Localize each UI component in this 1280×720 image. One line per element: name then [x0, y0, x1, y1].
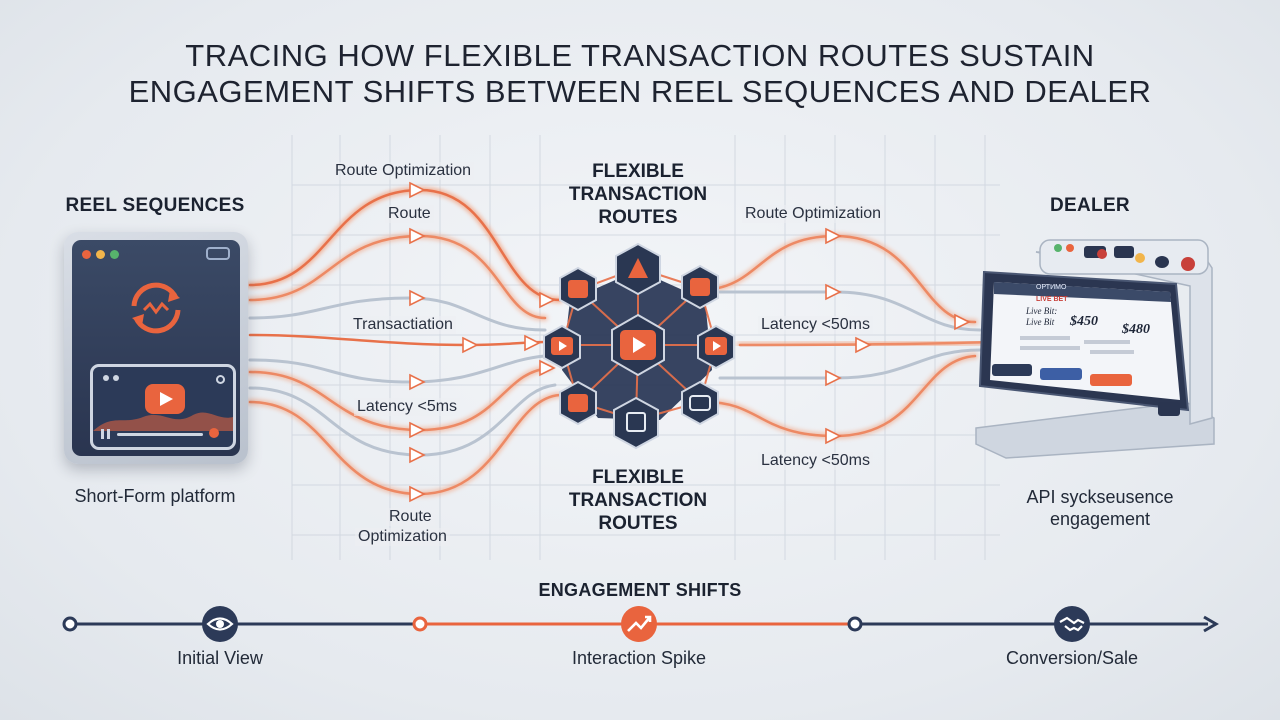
flow-label-right-route-optimization: Route Optimization	[742, 205, 885, 223]
hub-node-top[interactable]	[615, 242, 661, 296]
hub-label-bottom: FLEXIBLE TRANSACTION ROUTES	[528, 466, 748, 535]
dealer-kiosk	[975, 239, 1215, 459]
kiosk-line-3	[1084, 340, 1130, 344]
hub-node-right[interactable]	[697, 324, 735, 370]
flow-label-latency: Latency <5ms	[354, 398, 461, 416]
hub-node-bottom[interactable]	[613, 396, 659, 450]
kiosk-screen-header: ОРТИМО	[1036, 284, 1067, 291]
video-player[interactable]	[90, 364, 236, 450]
engagement-shifts-heading: ENGAGEMENT SHIFTS	[538, 580, 742, 600]
kiosk-button-1[interactable]	[992, 364, 1032, 376]
handshake-icon[interactable]	[1052, 604, 1092, 644]
dealer-caption: API sycksеusence engagement	[990, 486, 1210, 530]
eye-icon[interactable]	[200, 604, 240, 644]
trend-up-icon[interactable]	[619, 604, 659, 644]
flow-label-right-latency-low: Latency <50ms	[758, 452, 873, 470]
stage-label-initial-view: Initial View	[177, 648, 263, 668]
waveform-graphic	[93, 412, 233, 431]
kiosk-price-b: $480	[1122, 322, 1150, 337]
hub-node-center[interactable]	[611, 313, 665, 377]
stage-label-conversion-sale: Conversion/Sale	[1005, 648, 1139, 668]
hub-label-bottom-line-2: TRANSACTION	[568, 490, 708, 511]
sync-icon	[131, 282, 181, 334]
hub-label-top-line-2: TRANSACTION	[568, 184, 708, 205]
right-flow-paths	[697, 232, 994, 440]
kiosk-row-text-a: Live Bit:	[1026, 306, 1058, 316]
player-options-icon[interactable]	[216, 375, 225, 384]
kiosk-live-tag: LIVE BET	[1036, 296, 1068, 303]
hub-node-upper-right[interactable]	[681, 264, 719, 310]
kiosk-line-2	[1020, 346, 1080, 350]
stage-label-interaction-spike: Interaction Spike	[571, 648, 707, 668]
flow-label-route-optimization: Route Optimization	[332, 162, 475, 180]
hub-label-top-line-1: FLEXIBLE	[592, 161, 684, 182]
hub-label-top: FLEXIBLE TRANSACTION ROUTES	[528, 160, 748, 229]
kiosk-button-3[interactable]	[1090, 374, 1132, 386]
hub-label-bottom-line-1: FLEXIBLE	[592, 467, 684, 488]
page-title-line-2: ENGAGEMENT SHIFTS BETWEEN REEL SEQUENCES…	[128, 74, 1152, 109]
progress-track[interactable]	[117, 433, 203, 436]
player-dot-1	[103, 375, 109, 381]
hub-node-upper-left[interactable]	[559, 266, 597, 312]
flow-label-transaction: Transactiation	[350, 316, 456, 334]
reel-sequences-heading: REEL SEQUENCES	[65, 195, 245, 216]
menu-icon[interactable]	[206, 247, 230, 260]
left-flow-paths	[246, 186, 563, 498]
flow-label-bottom-optimization: Optimization	[355, 528, 450, 546]
hub-label-top-line-3: ROUTES	[598, 207, 678, 228]
pause-icon[interactable]	[101, 429, 104, 439]
page-title-line-1: TRACING HOW FLEXIBLE TRANSACTION ROUTES …	[185, 38, 1095, 73]
kiosk-button-2[interactable]	[1040, 368, 1082, 380]
flow-arrowheads	[409, 181, 971, 503]
kiosk-line-4	[1090, 350, 1134, 354]
window-dot-green	[110, 250, 119, 259]
play-icon[interactable]	[145, 384, 185, 414]
progress-handle[interactable]	[209, 428, 219, 438]
kiosk-row-text-b: Live Bit	[1026, 317, 1055, 327]
dealer-caption-line-1: API sycksеusence	[1026, 487, 1174, 507]
flow-label-route: Route	[385, 205, 434, 223]
device-screen	[72, 240, 240, 456]
short-form-device[interactable]	[64, 232, 248, 464]
pause-icon-bar	[107, 429, 110, 439]
short-form-caption: Short-Form platform	[74, 486, 236, 506]
hub-label-bottom-line-3: ROUTES	[598, 513, 678, 534]
window-dot-red	[82, 250, 91, 259]
dealer-caption-line-2: engagement	[1049, 509, 1151, 529]
hub-node-left[interactable]	[543, 324, 581, 370]
window-dot-yellow	[96, 250, 105, 259]
dealer-heading: DEALER	[1050, 195, 1130, 216]
hub-nodes	[543, 242, 735, 450]
kiosk-price-a: $450	[1070, 314, 1098, 329]
hub-node-lower-right[interactable]	[681, 380, 719, 426]
kiosk-line-1	[1020, 336, 1070, 340]
flow-label-right-latency-mid: Latency <50ms	[758, 316, 873, 334]
hub-node-lower-left[interactable]	[559, 380, 597, 426]
flow-label-bottom-route: Route	[386, 508, 435, 526]
player-dot-2	[113, 375, 119, 381]
